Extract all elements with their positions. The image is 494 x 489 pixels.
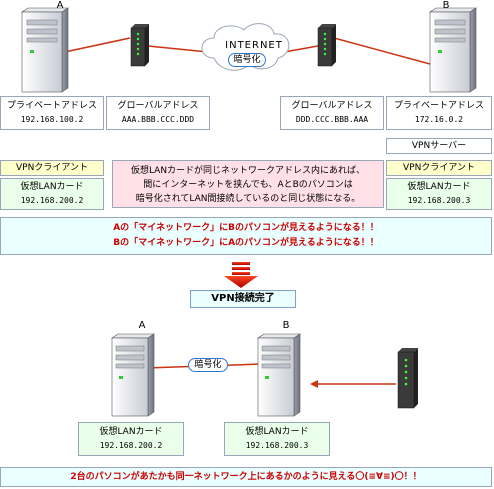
- footer-text: 2台のパソコンがあたかも同一ネットワーク上にあるかのように見える〇(≡∀≡)〇！…: [70, 472, 422, 482]
- a-global-address-box: グローバルアドレス AAA.BBB.CCC.DDD: [106, 96, 210, 130]
- a-vpn-client-box: VPNクライアント: [0, 160, 104, 176]
- cable-router-b: [333, 37, 431, 65]
- vpn-server-box: VPNサーバー: [386, 138, 492, 154]
- a-virtual-lan-box: 仮想LANカード 192.168.200.2: [0, 178, 104, 210]
- cable-internet-router: [283, 45, 319, 53]
- explain-line-1: 仮想LANカードが同じネットワークアドレス内にあれば、: [130, 166, 366, 176]
- bottom-label-b: B: [282, 320, 290, 331]
- result-line-b: Bの「マイネットワーク」にAのパソコンが見えるようになる！！: [113, 238, 379, 248]
- bottom-label-a: A: [138, 320, 146, 331]
- pc-a-icon: [21, 7, 69, 93]
- result-box: Aの「マイネットワーク」にBのパソコンが見えるようになる！！ Bの「マイネットワ…: [0, 217, 492, 255]
- a-private-title: プライベートアドレス: [6, 101, 97, 111]
- b-virtual-ip: 192.168.200.3: [407, 196, 471, 205]
- bottom-b-virtual-lan-box: 仮想LANカード 192.168.200.3: [224, 422, 330, 456]
- router-bottom-icon: [397, 348, 418, 409]
- down-arrow-icon: [224, 262, 258, 288]
- a-global-title: グローバルアドレス: [117, 101, 199, 111]
- router-b-icon: [317, 24, 336, 67]
- a-global-ip: AAA.BBB.CCC.DDD: [121, 115, 195, 124]
- a-private-address-box: プライベートアドレス 192.168.100.2: [0, 96, 104, 130]
- b-global-title: グローバルアドレス: [291, 101, 373, 111]
- bottom-a-virtual-ip: 192.168.200.2: [99, 441, 163, 450]
- router-a-icon: [130, 24, 149, 67]
- b-private-ip: 172.16.0.2: [414, 115, 464, 124]
- pc-b-icon: [429, 7, 477, 93]
- b-private-address-box: プライベートアドレス 172.16.0.2: [386, 96, 492, 130]
- cable-router-internet: [147, 45, 209, 53]
- bottom-b-virtual-ip: 192.168.200.3: [245, 441, 309, 450]
- footer-box: 2台のパソコンがあたかも同一ネットワーク上にあるかのように見える〇(≡∀≡)〇！…: [0, 467, 492, 487]
- b-global-ip: DDD.CCC.BBB.AAA: [295, 115, 369, 124]
- a-virtual-lan-title: 仮想LANカード: [20, 182, 84, 192]
- label-b: B: [442, 0, 450, 11]
- b-virtual-lan-title: 仮想LANカード: [407, 182, 471, 192]
- explanation-box: 仮想LANカードが同じネットワークアドレス内にあれば、 間にインターネットを挟ん…: [112, 160, 384, 208]
- encryption-badge-bottom: 暗号化: [188, 358, 228, 372]
- cable-arrowhead-icon: [310, 380, 318, 388]
- bottom-a-virtual-lan-title: 仮想LANカード: [99, 427, 163, 437]
- b-virtual-lan-box: 仮想LANカード 192.168.200.3: [386, 178, 492, 210]
- explain-line-3: 暗号化されてLAN間接続しているのと同じ状態になる。: [135, 194, 361, 204]
- a-private-ip: 192.168.100.2: [20, 115, 84, 124]
- label-a: A: [56, 0, 64, 11]
- result-line-a: Aの「マイネットワーク」にBのパソコンが見えるようになる！！: [113, 223, 379, 233]
- bottom-a-virtual-lan-box: 仮想LANカード 192.168.200.2: [78, 422, 184, 456]
- pc-bottom-a-icon: [111, 333, 155, 417]
- vpn-complete-label: VPN接続完了: [190, 290, 296, 308]
- b-global-address-box: グローバルアドレス DDD.CCC.BBB.AAA: [280, 96, 384, 130]
- b-private-title: プライベートアドレス: [393, 101, 484, 111]
- b-vpn-client-box: VPNクライアント: [386, 160, 492, 176]
- internet-label: INTERNET: [225, 40, 283, 51]
- pc-bottom-b-icon: [257, 333, 301, 417]
- bottom-b-virtual-lan-title: 仮想LANカード: [245, 427, 309, 437]
- encryption-badge-top: 暗号化: [228, 53, 266, 67]
- explain-line-2: 間にインターネットを挟んでも、AとBのパソコンは: [143, 180, 353, 190]
- a-virtual-ip: 192.168.200.2: [20, 196, 84, 205]
